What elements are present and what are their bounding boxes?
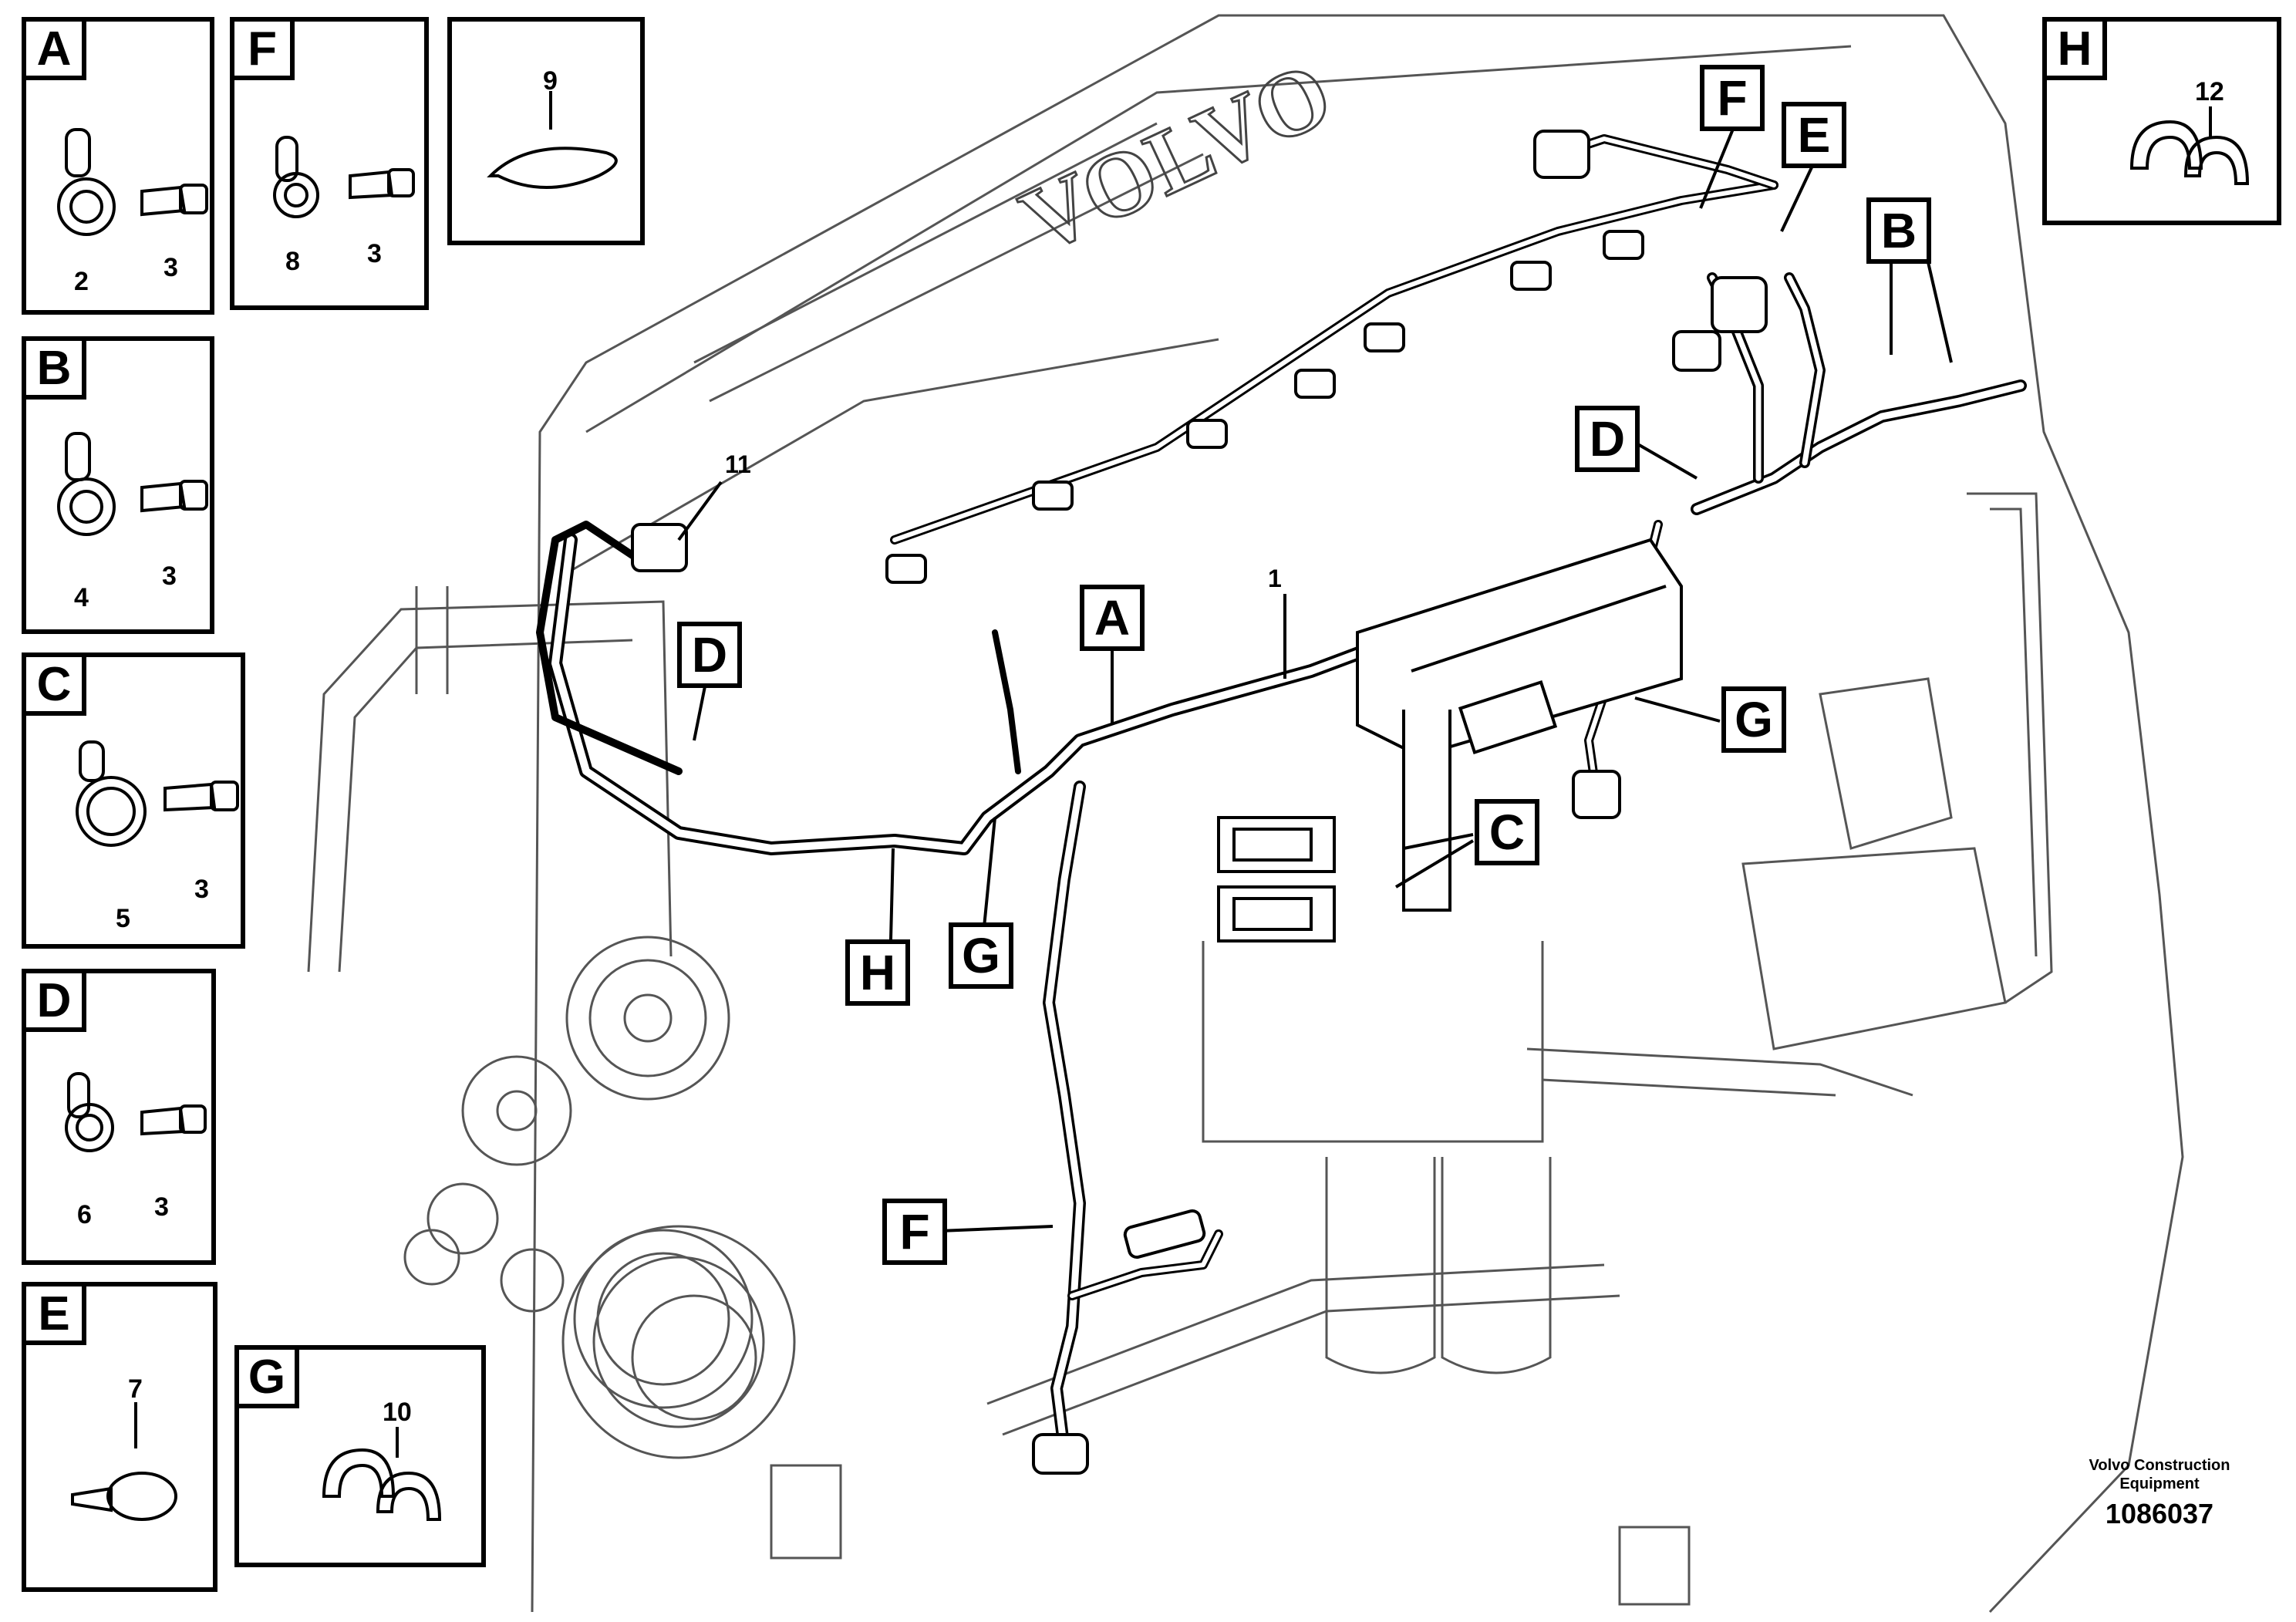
callout-f-top: F	[1700, 65, 1765, 131]
clamp-bolt-icon	[57, 128, 208, 236]
footer-company-line2: Equipment	[2119, 1475, 2200, 1492]
kit-h: H 12	[2042, 17, 2281, 225]
part-number-harness: 1	[1268, 565, 1282, 592]
callout-g-left: G	[949, 922, 1013, 989]
callout-f-lower: F	[882, 1199, 947, 1265]
clip-icon	[71, 1402, 177, 1521]
kit-g-part: 10	[383, 1398, 412, 1427]
double-clip-icon	[2129, 106, 2250, 185]
callout-a-mid: A	[1080, 585, 1145, 651]
clamp-bolt-icon	[57, 432, 208, 536]
volvo-emboss: VOLVO	[1006, 42, 1347, 273]
kit-e: E 7	[22, 1282, 217, 1592]
kit-d: D 6 3	[22, 969, 216, 1265]
kit-b-letter: B	[26, 341, 86, 400]
kit-a-letter: A	[26, 22, 86, 80]
kit-c-letter: C	[26, 657, 86, 716]
callout-d-upper: D	[1575, 406, 1640, 472]
kit-h-letter: H	[2047, 22, 2107, 80]
callout-e-top: E	[1782, 102, 1846, 168]
callout-c-mid: C	[1475, 799, 1539, 865]
kit-e-part: 7	[128, 1374, 143, 1404]
callout-d-left: D	[677, 622, 742, 688]
callout-h-left: H	[845, 939, 910, 1006]
kit-d-part-1: 6	[77, 1200, 92, 1229]
kit-d-letter: D	[26, 973, 86, 1032]
kit-b-part-2: 3	[162, 561, 177, 591]
double-clip-icon	[322, 1427, 442, 1521]
kit-f-part-1: 8	[285, 247, 300, 276]
kit-g-letter: G	[239, 1350, 299, 1408]
clamp-bolt-icon	[65, 1072, 207, 1152]
kit-c-part-1: 5	[116, 904, 130, 933]
callout-b-right: B	[1866, 197, 1931, 264]
kit-h-part: 12	[2195, 77, 2224, 106]
kit-e-letter: E	[26, 1286, 86, 1345]
kit-f: F 8 3	[230, 17, 429, 310]
kit-c: C 5 3	[22, 653, 245, 949]
kit-tie-part: 9	[543, 66, 558, 96]
footer-company-line1: Volvo Construction	[2089, 1457, 2230, 1474]
kit-a-part-2: 3	[164, 253, 178, 282]
figure-id: 1086037	[2105, 1498, 2214, 1529]
clamp-bolt-icon	[273, 136, 415, 218]
kit-f-part-2: 3	[367, 239, 382, 268]
kit-g: G 10	[234, 1345, 486, 1567]
kit-d-part-2: 3	[154, 1192, 169, 1222]
kit-b-part-1: 4	[74, 583, 89, 612]
kit-b: B 4 3	[22, 336, 214, 634]
kit-f-letter: F	[234, 22, 295, 80]
footer-company: Volvo Construction Equipment	[2059, 1456, 2260, 1493]
kit-a: A 2 3	[22, 17, 214, 315]
kit-tie: 9	[447, 17, 645, 245]
part-number-cap: 11	[725, 450, 751, 478]
kit-c-part-2: 3	[194, 875, 209, 904]
kit-a-part-1: 2	[74, 267, 89, 296]
cable-tie-icon	[487, 91, 618, 189]
callout-g-right: G	[1721, 686, 1786, 753]
clamp-bolt-icon	[76, 740, 239, 847]
